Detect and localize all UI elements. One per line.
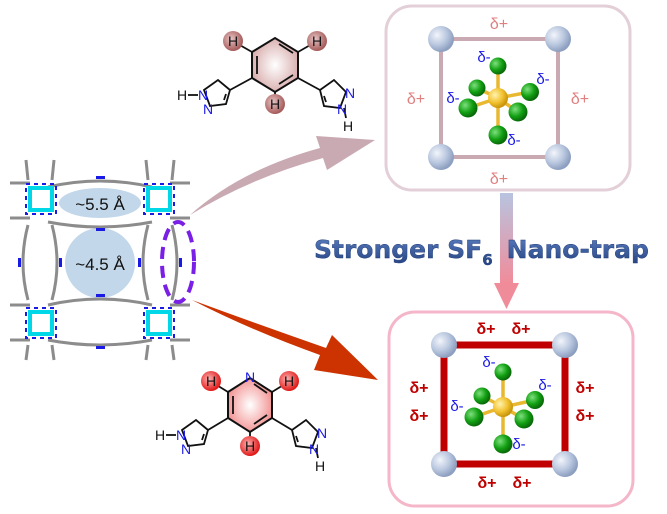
delta-plus-label: δ+ [575, 380, 594, 397]
dashed-highlight-ellipse [160, 220, 196, 304]
ligand-top: H H H H H N N N N [177, 31, 355, 134]
node-ball [552, 451, 578, 477]
metal-node [143, 183, 175, 215]
sf6-molecule [458, 57, 539, 145]
atom-n: N [317, 425, 327, 441]
delta-minus-label: δ- [450, 398, 463, 415]
node-ball [431, 332, 457, 358]
atom-h: H [284, 373, 294, 389]
atom-n: N [345, 85, 355, 101]
framework-structure: ~5.5 Å ~4.5 Å [10, 159, 196, 361]
atom-h: H [155, 427, 165, 443]
delta-plus-label: δ+ [571, 91, 589, 108]
delta-plus-label: δ+ [407, 91, 425, 108]
bottom-pore-panel: δ+ δ+ δ+ δ+ δ+ δ+ δ+ δ+ δ- δ- δ- δ- [387, 310, 635, 508]
delta-plus-label: δ+ [575, 408, 594, 425]
delta-minus-label: δ- [536, 71, 549, 88]
atom-h: H [315, 458, 325, 474]
pore-label-small: ~5.5 Å [75, 195, 125, 214]
top-pore-square [439, 37, 560, 159]
atom-n: N [198, 87, 208, 103]
caption-part2: Nano-trap [507, 235, 649, 264]
node-ball [431, 451, 457, 477]
ligand-bottom: H H H H H N N N N N [155, 369, 327, 474]
node-ball [552, 332, 578, 358]
caption-subscript: 6 [482, 251, 492, 269]
arrow-to-top-pore [190, 136, 375, 215]
atom-h: H [206, 373, 216, 389]
delta-minus-label: δ- [538, 377, 551, 394]
arrow-to-bottom-pore [192, 300, 378, 380]
atom-h: H [270, 96, 280, 112]
delta-plus-label: δ+ [409, 380, 428, 397]
delta-plus-label: δ+ [409, 408, 428, 425]
delta-plus-label: δ+ [477, 475, 496, 492]
metal-node [25, 183, 57, 215]
caption-text: Stronger SF6 Nano-trap [314, 235, 649, 269]
pore-label-large: ~4.5 Å [75, 255, 125, 274]
metal-node [143, 307, 175, 339]
atom-n: N [337, 101, 347, 117]
metal-node [25, 307, 57, 339]
top-pore-panel: δ+ δ+ δ+ δ+ δ- δ- δ- δ- [384, 4, 632, 192]
h-atom-highlight [307, 31, 327, 51]
delta-plus-label: δ+ [490, 171, 508, 188]
atom-n: N [176, 427, 186, 443]
sf6-molecule [464, 363, 544, 454]
atom-h: H [343, 118, 353, 134]
vertical-arrow-shaft [500, 193, 513, 283]
bottom-pore-square [440, 341, 569, 468]
atom-h: H [312, 33, 322, 49]
atom-n: N [203, 101, 213, 117]
delta-minus-label: δ- [477, 49, 490, 66]
h-atom-highlight [223, 31, 243, 51]
h-atom-highlight [240, 436, 260, 456]
delta-plus-label: δ+ [511, 321, 530, 338]
node-ball [545, 26, 571, 52]
benzene-ring [251, 36, 299, 94]
delta-plus-label: δ+ [512, 475, 531, 492]
delta-plus-label: δ+ [476, 321, 495, 338]
delta-minus-label: δ- [512, 436, 525, 453]
atom-n: N [309, 441, 319, 457]
delta-plus-label: δ+ [490, 16, 508, 33]
atom-n-ring: N [245, 369, 255, 385]
delta-minus-label: δ- [482, 354, 495, 371]
atom-h: H [177, 87, 187, 103]
delta-minus-label: δ- [446, 90, 459, 107]
atom-n: N [181, 441, 191, 457]
vertical-arrow-head [494, 283, 519, 309]
caption-part1: Stronger SF [314, 235, 482, 264]
h-atom-highlight [201, 371, 221, 391]
node-ball [545, 144, 571, 170]
pore-ellipse-small [59, 188, 141, 218]
h-atom-highlight [265, 94, 285, 114]
atom-h: H [228, 33, 238, 49]
pyridine-ring [227, 376, 273, 434]
node-ball [428, 144, 454, 170]
h-atom-highlight [279, 371, 299, 391]
delta-minus-label: δ- [507, 132, 520, 149]
atom-h: H [245, 438, 255, 454]
node-ball [428, 26, 454, 52]
pore-circle-large [65, 228, 135, 298]
